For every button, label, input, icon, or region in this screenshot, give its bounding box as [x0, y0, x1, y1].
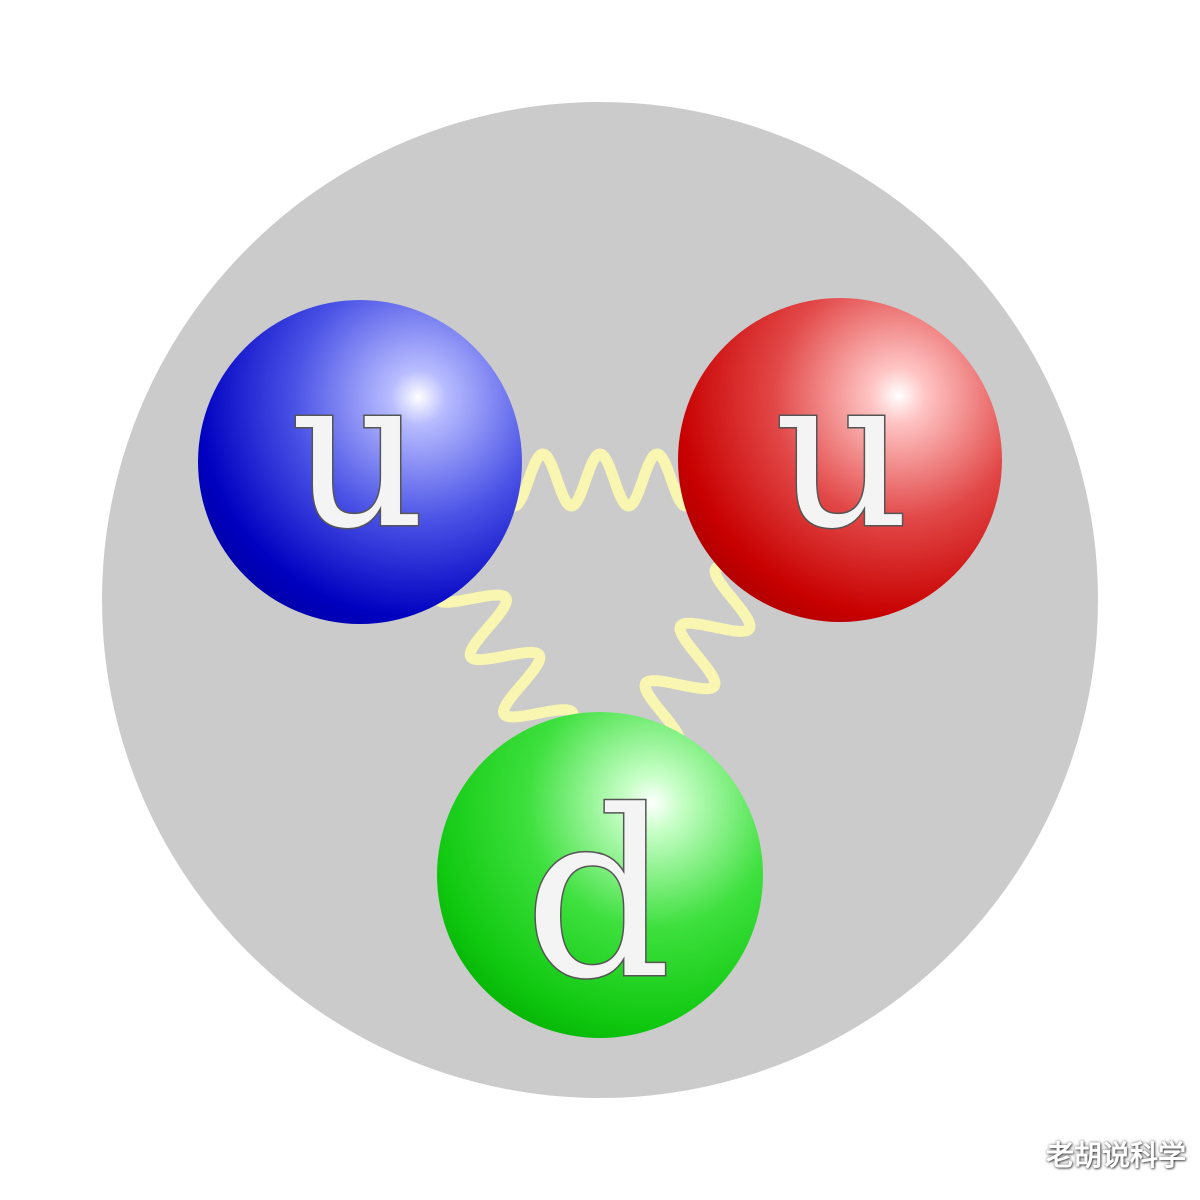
quark-label-top-left: u [290, 330, 425, 575]
gluon-right [639, 560, 756, 752]
quark-label-bottom: d [524, 763, 671, 1030]
gluon-top [494, 448, 706, 512]
quark-sphere-green [437, 712, 763, 1038]
quark-sphere-blue [198, 300, 522, 624]
quark-top-left: u [198, 300, 522, 624]
quark-bottom: d [437, 712, 763, 1038]
quark-top-right: u [678, 298, 1002, 622]
quark-label-top-right: u [774, 330, 909, 575]
gluon-lines [431, 448, 756, 752]
watermark-text: 老胡说科学 [1045, 1139, 1186, 1172]
quark-sphere-red [678, 298, 1002, 622]
gluon-left [431, 564, 579, 748]
